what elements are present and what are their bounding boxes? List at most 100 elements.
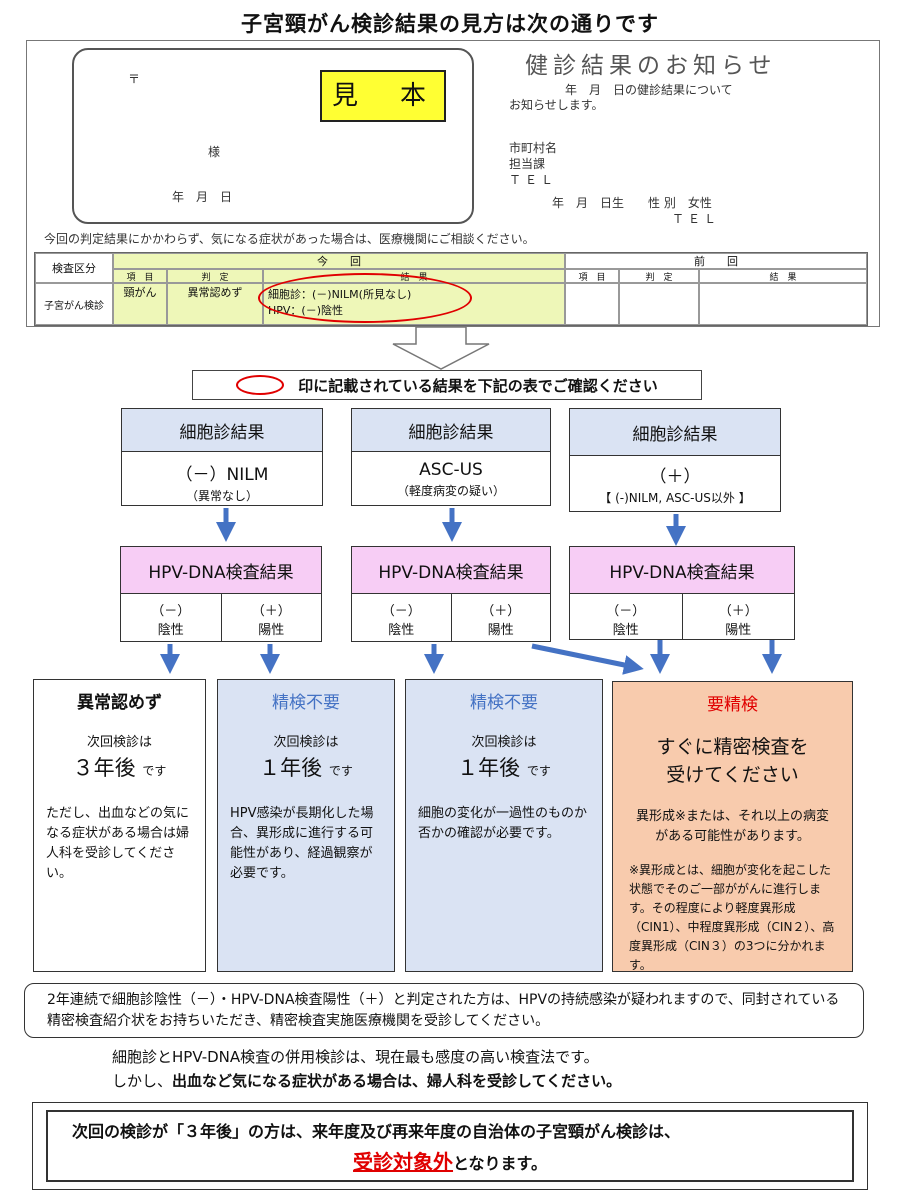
hpv-positive: （＋） 陽性 (222, 594, 322, 642)
result-desc: HPV感染が長期化した場合、異形成に進行する可能性があり、経過観察が必要です。 (230, 806, 374, 881)
instruction-text: 印に記載されている結果を下記の表でご確認ください (298, 376, 658, 395)
birth-line: 年 月 日生 性 別 女性 (552, 196, 712, 210)
col-zenkai: 前 回 (565, 253, 867, 269)
combo-line1: 細胞診とHPV-DNA検査の併用検診は、現在最も感度の高い検査法です。 (112, 1048, 599, 1066)
urgent-message: すぐに精密検査を 受けてください (613, 733, 852, 789)
prev-col-kekka: 結 果 (699, 269, 867, 283)
dept-label: 担当課 (509, 157, 546, 171)
hpv-box-2: HPV-DNA検査結果 （－） 陰性 （＋） 陽性 (351, 546, 551, 642)
prev-hantei (619, 283, 699, 325)
desu-text: です (142, 764, 167, 778)
cyto-box-positive: 細胞診結果 （＋） 【 (-)NILM, ASC-US以外 】 (569, 408, 781, 512)
cyto-sub: （異常なし） (185, 489, 258, 503)
pos-label: 陽性 (487, 623, 514, 638)
cyto-head: 細胞診結果 (122, 409, 322, 452)
cyto-main: （＋） (649, 467, 701, 487)
sama-label: 様 (208, 145, 221, 159)
desu-text: です (328, 764, 353, 778)
hpv-head: HPV-DNA検査結果 (352, 547, 550, 594)
red-ellipse-mark (258, 273, 472, 323)
pos-sign: （＋） (251, 604, 291, 619)
notice-line2: お知らせします。 (509, 98, 604, 112)
urgent-line2: 受けてください (666, 764, 799, 786)
pos-label: 陽性 (258, 623, 285, 638)
hpv-negative: （－）陰性 (570, 594, 683, 640)
col-kubun: 検査区分 (35, 253, 113, 283)
pos-sign: （＋） (481, 604, 521, 619)
hpv-results: （－） 陰性 （＋） 陽性 (121, 594, 321, 642)
result-no-detail-1: 精検不要 次回検診は １年後 です HPV感染が長期化した場合、異形成に進行する… (217, 679, 395, 972)
hpv-positive: （＋）陽性 (683, 594, 795, 640)
tel2-label: ＴＥＬ (672, 212, 721, 226)
pos-sign: （＋） (718, 604, 758, 619)
hpv-head: HPV-DNA検査結果 (570, 547, 794, 594)
val-hantei: 異常認めず (167, 283, 263, 325)
next-exam-when: １年後 です (406, 752, 602, 782)
col-hantei: 判 定 (167, 269, 263, 283)
neg-label: 陰性 (157, 623, 184, 638)
result-no-detail-2: 精検不要 次回検診は １年後 です 細胞の変化が一過性のものか否かの確認が必要で… (405, 679, 603, 972)
prev-kekka (699, 283, 867, 325)
mihon-label: 見 本 (320, 70, 446, 122)
sample-date: 年 月 日 (172, 190, 233, 204)
final-box: 次回の検診が「３年後」の方は、来年度及び再来年度の自治体の子宮頸がん検診は、 受… (46, 1110, 854, 1182)
result-desc: 細胞の変化が一過性のものか否かの確認が必要です。 (418, 806, 588, 841)
neg-sign: （－） (381, 604, 421, 619)
cyto-head: 細胞診結果 (570, 409, 780, 456)
desu-text: です (526, 764, 551, 778)
page-title: 子宮頸がん検診結果の見方は次の通りです (241, 12, 659, 36)
notice-line1: 年 月 日の健診結果について (565, 83, 733, 97)
next-exam-when: １年後 です (218, 752, 394, 782)
combo-line2-a: しかし、 (112, 1072, 173, 1090)
result-normal: 異常認めず 次回検診は ３年後 です ただし、出血などの気になる症状がある場合は… (33, 679, 206, 972)
cyto-head: 細胞診結果 (352, 409, 550, 452)
hpv-negative: （－） 陰性 (352, 594, 452, 642)
row-label: 子宮がん検診 (35, 283, 113, 325)
result-title: 精検不要 (470, 693, 538, 713)
final-highlight: 受診対象外 (353, 1150, 454, 1174)
hpv-head: HPV-DNA検査結果 (121, 547, 321, 594)
hpv-results: （－） 陰性 （＋） 陽性 (352, 594, 550, 642)
result-note: ※異形成とは、細胞が変化を起こした状態でそのご一部ががんに進行します。その程度に… (629, 863, 835, 972)
prev-col-hantei: 判 定 (619, 269, 699, 283)
two-year-notice: 2年連続で細胞診陰性（－）・HPV-DNA検査陽性（＋）と判定された方は、HPV… (24, 983, 864, 1038)
city-label: 市町村名 (509, 141, 558, 155)
cyto-main: ASC-US (419, 460, 483, 480)
hpv-results: （－）陰性 （＋）陽性 (570, 594, 794, 640)
result-detail-required: 要精検 すぐに精密検査を 受けてください 異形成※または、それ以上の病変がある可… (612, 681, 853, 972)
final-line2: 受診対象外となります。 (48, 1146, 852, 1175)
neg-sign: （－） (606, 604, 646, 619)
cyto-box-ascus: 細胞診結果 ASC-US （軽度病変の疑い） (351, 408, 551, 506)
final-line1: 次回の検診が「３年後」の方は、来年度及び再来年度の自治体の子宮頸がん検診は、 (72, 1122, 681, 1141)
next-exam-when: ３年後 です (34, 752, 205, 782)
final-tail: となります。 (453, 1154, 547, 1173)
cyto-main: （－）NILM (175, 465, 269, 485)
prev-koumoku (565, 283, 619, 325)
neg-sign: （－） (151, 604, 191, 619)
col-koumoku: 項 目 (113, 269, 167, 283)
warning-text: 今回の判定結果にかかわらず、気になる症状があった場合は、医療機関にご相談ください… (44, 232, 535, 246)
combo-line2: しかし、出血など気になる症状がある場合は、婦人科を受診してください。 (112, 1070, 621, 1091)
hpv-box-1: HPV-DNA検査結果 （－） 陰性 （＋） 陽性 (120, 546, 322, 642)
when-text: ３年後 (72, 756, 136, 780)
hpv-box-3: HPV-DNA検査結果 （－）陰性 （＋）陽性 (569, 546, 795, 640)
neg-label: 陰性 (388, 623, 415, 638)
next-exam-label: 次回検診は (273, 735, 339, 750)
combo-line2-b: 出血など気になる症状がある場合は、婦人科を受診してください。 (172, 1072, 622, 1090)
final-box-outer (32, 1102, 868, 1190)
result-title: 異常認めず (77, 693, 162, 713)
postal-mark: 〒 (128, 72, 141, 86)
cyto-sub: （軽度病変の疑い） (396, 484, 505, 498)
next-exam-label: 次回検診は (86, 735, 152, 750)
down-arrow-icon (392, 326, 490, 370)
prev-col-koumoku: 項 目 (565, 269, 619, 283)
red-ellipse-icon (236, 375, 285, 395)
cyto-box-nilm: 細胞診結果 （－）NILM （異常なし） (121, 408, 323, 506)
result-title: 精検不要 (272, 693, 340, 713)
col-konkai: 今 回 (113, 253, 565, 269)
when-text: １年後 (259, 756, 323, 780)
when-text: １年後 (457, 756, 521, 780)
result-title: 要精検 (707, 695, 758, 715)
instruction-box: 印に記載されている結果を下記の表でご確認ください (192, 370, 702, 400)
